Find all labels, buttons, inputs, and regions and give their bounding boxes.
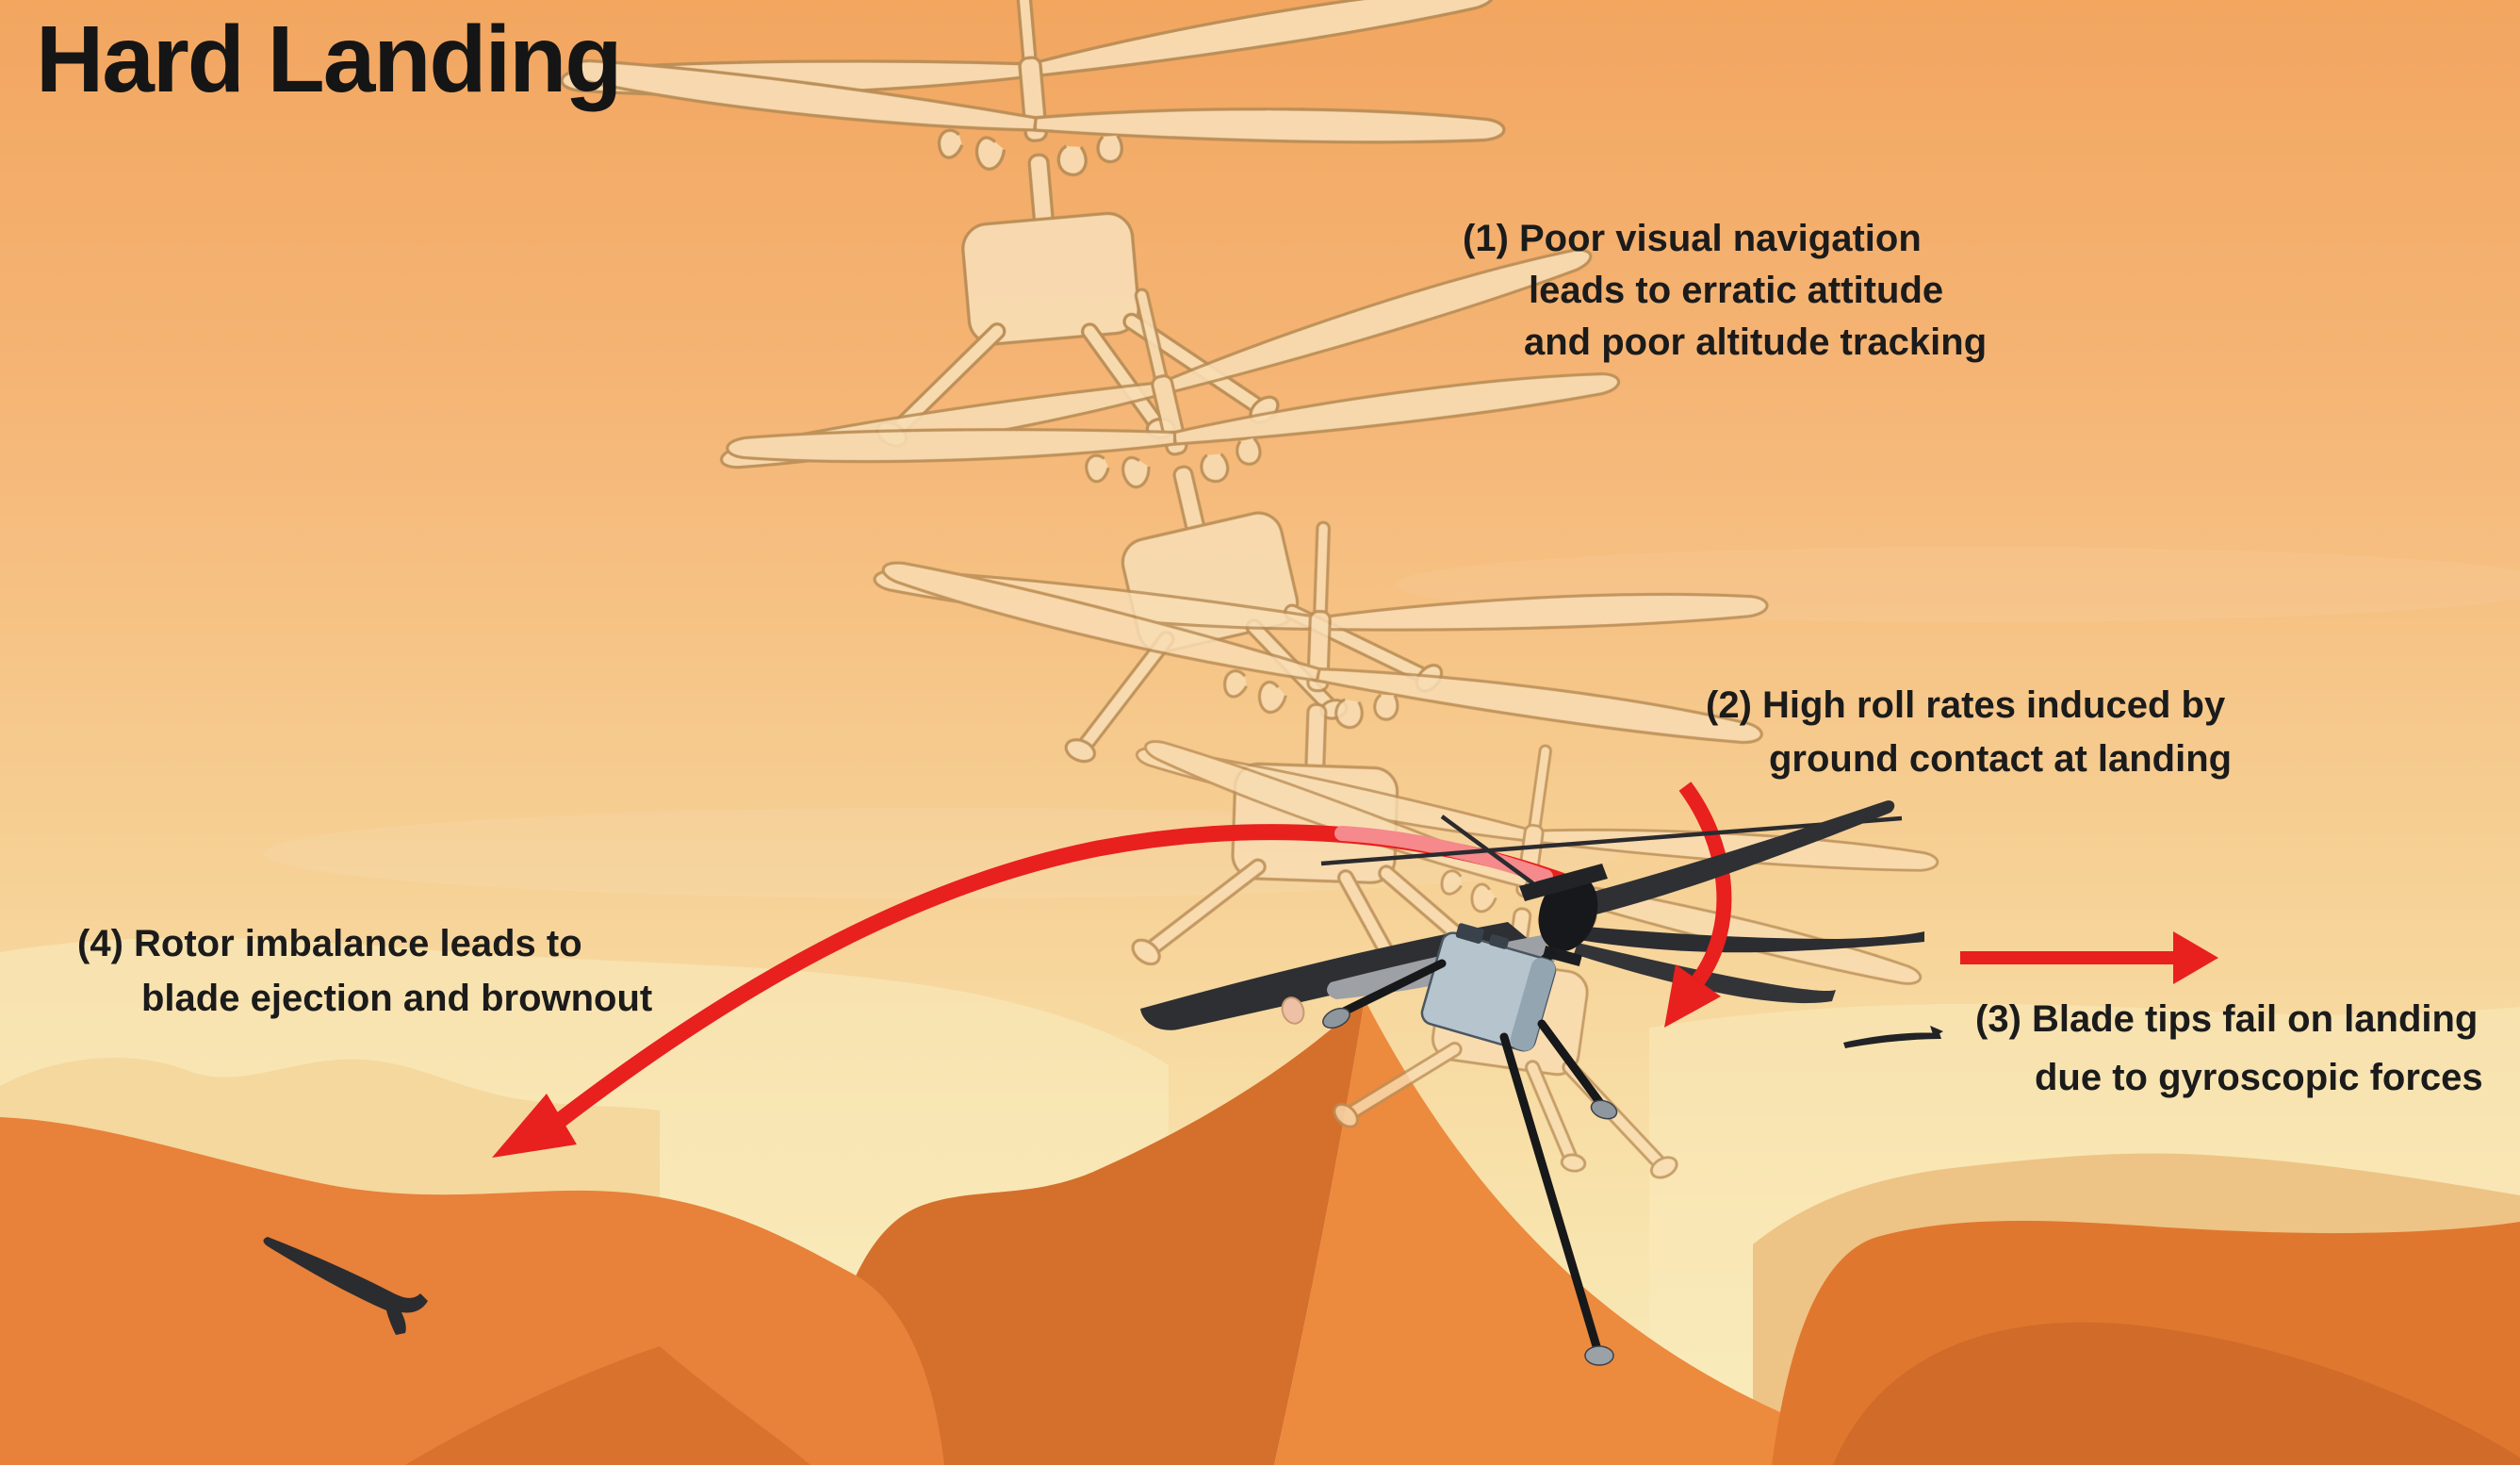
- arrowhead: [1664, 964, 1721, 1028]
- annotation-high-roll-line2: ground contact at landing: [1769, 738, 2233, 780]
- foot-pad-left: [1322, 1007, 1350, 1029]
- arrowhead: [492, 1094, 577, 1158]
- annotation-poor-navigation-line1: (1) Poor visual navigation: [1463, 218, 1922, 259]
- landing-leg-left: [1337, 959, 1447, 1017]
- foot-pad-right: [1590, 1099, 1618, 1120]
- annotation-poor-navigation-line3: and poor altitude tracking: [1524, 321, 1988, 363]
- mars-terrain: [0, 999, 2520, 1465]
- left-foreground-hill: [0, 1117, 944, 1465]
- rotor-top-plate: [1519, 864, 1608, 901]
- rotor-blade-mid: [1574, 926, 1924, 953]
- page-title: Hard Landing: [36, 7, 622, 112]
- annotation-high-roll-line1: (2) High roll rates induced by: [1706, 684, 2226, 726]
- mountain-shadow-face: [809, 999, 1365, 1465]
- blade-fragment-1: [1843, 1026, 1943, 1048]
- fuselage: [1420, 923, 1557, 1052]
- blade-ejection-arrow: [492, 824, 1580, 1158]
- arrow-highlight: [1334, 826, 1553, 884]
- ghost-foot-on-peak: [1281, 996, 1305, 1025]
- edge-on-blade-line: [1320, 815, 1903, 866]
- ejected-rotor-blade: [263, 1237, 428, 1335]
- slide-direction-arrow: [1960, 931, 2218, 984]
- annotation-rotor-imbalance-line2: blade ejection and brownout: [141, 978, 653, 1019]
- right-dune-shadow: [1833, 1322, 2520, 1465]
- annotation-poor-navigation-line2: leads to erratic attitude: [1529, 270, 1944, 311]
- roll-direction-arrow: [1664, 782, 1732, 1028]
- arrowhead: [2173, 931, 2218, 984]
- mountain-main-face: [1274, 999, 1941, 1465]
- rotor-blade-upper-right: [1572, 800, 1895, 916]
- landing-leg-right: [1537, 1019, 1605, 1108]
- left-hill-shadow: [405, 1346, 810, 1465]
- annotation-blade-tips-line1: (3) Blade tips fail on landing: [1975, 998, 2479, 1040]
- foot-pad-long: [1584, 1345, 1614, 1366]
- annotation-rotor-imbalance-line1: (4) Rotor imbalance leads to: [77, 923, 582, 964]
- annotation-blade-tips-line2: due to gyroscopic forces: [2035, 1057, 2483, 1098]
- landing-leg-long: [1499, 1032, 1601, 1351]
- crashed-helicopter: [1140, 800, 1903, 1366]
